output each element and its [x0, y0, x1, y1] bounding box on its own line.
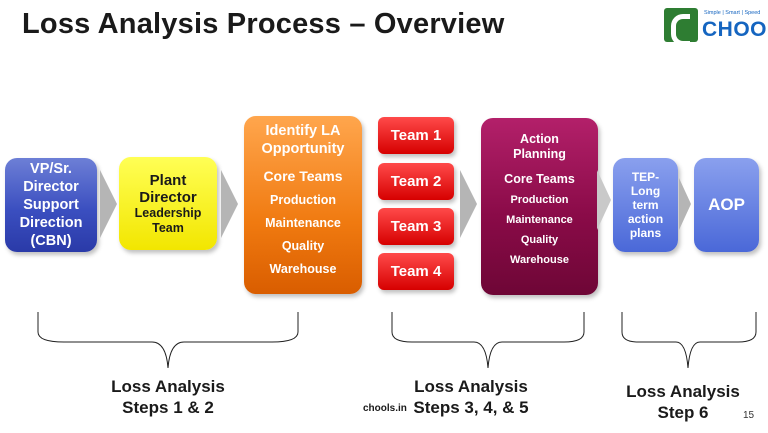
team-function-item: Production	[510, 194, 569, 206]
tep-long-term-box: TEP- Long term action plans	[613, 158, 678, 252]
steps-label-line: Step 6	[657, 403, 709, 422]
team-function-item: Production	[270, 193, 336, 207]
brace-step-6	[621, 312, 757, 369]
tep-line: action	[627, 212, 664, 226]
team-function-item: Maintenance	[265, 216, 341, 230]
tep-line: term	[632, 198, 659, 212]
plant-line: Team	[152, 220, 184, 235]
chevron-right-icon	[597, 170, 611, 230]
page-title: Loss Analysis Process – Overview	[22, 8, 505, 40]
team-4-box: Team 4	[378, 253, 454, 290]
plant-line: Leadership	[134, 205, 202, 220]
steps-label-line: Loss Analysis	[626, 382, 740, 401]
aop-box: AOP	[694, 158, 759, 252]
steps-3-5-label: Loss Analysis Steps 3, 4, & 5	[396, 376, 546, 418]
identify-heading: Identify LA	[265, 123, 341, 139]
team-function-item: Maintenance	[506, 214, 573, 226]
steps-label-line: Loss Analysis	[111, 377, 225, 396]
team-2-box: Team 2	[378, 163, 454, 200]
team-function-item: Warehouse	[269, 262, 337, 276]
logo-mark-icon	[664, 8, 698, 46]
action-heading: Action	[520, 132, 559, 146]
step-6-label: Loss Analysis Step 6	[608, 381, 758, 423]
team-function-item: Warehouse	[510, 254, 569, 266]
plant-line: Director	[139, 188, 197, 206]
vp-director-box: VP/Sr. Director Support Direction (CBN)	[5, 158, 97, 252]
core-teams-label: Core Teams	[504, 172, 575, 186]
tep-line: Long	[630, 184, 661, 198]
brace-steps-3-5	[391, 312, 585, 369]
core-teams-label: Core Teams	[263, 168, 343, 184]
team-function-item: Quality	[281, 239, 325, 253]
action-heading: Planning	[513, 147, 566, 161]
brace-steps-1-2	[37, 312, 299, 369]
logo-tagline: Simple | Smart | Speed	[704, 10, 761, 16]
aop-label: AOP	[708, 195, 745, 214]
team-1-box: Team 1	[378, 117, 454, 154]
vp-line: VP/Sr.	[30, 161, 72, 177]
chools-logo: Simple | Smart | Speed CHOOLS	[664, 6, 768, 46]
chevron-right-icon	[221, 170, 238, 238]
identify-la-opportunity-box: Identify LA Opportunity Core Teams Produ…	[244, 116, 362, 294]
identify-heading: Opportunity	[261, 141, 345, 157]
steps-label-line: Steps 1 & 2	[122, 398, 214, 417]
steps-label-line: Steps 3, 4, & 5	[413, 398, 529, 417]
steps-label-line: Loss Analysis	[414, 377, 528, 396]
footer-site: chools.in	[363, 403, 407, 414]
logo-wordmark: CHOOLS	[702, 18, 768, 41]
vp-line: (CBN)	[30, 233, 72, 249]
page-number: 15	[743, 410, 755, 421]
chevron-right-icon	[460, 170, 477, 238]
tep-line: TEP-	[631, 170, 660, 184]
plant-line: Plant	[149, 171, 187, 189]
tep-line: plans	[629, 226, 662, 240]
plant-director-box: Plant Director Leadership Team	[119, 157, 217, 250]
chevron-right-icon	[679, 178, 691, 230]
team-3-box: Team 3	[378, 208, 454, 245]
chevron-right-icon	[100, 170, 117, 238]
steps-1-2-label: Loss Analysis Steps 1 & 2	[88, 376, 248, 418]
team-function-item: Quality	[520, 234, 559, 246]
vp-line: Direction	[19, 215, 83, 231]
vp-line: Director	[23, 179, 79, 195]
action-planning-box: Action Planning Core Teams Production Ma…	[481, 118, 598, 295]
vp-line: Support	[23, 197, 79, 213]
